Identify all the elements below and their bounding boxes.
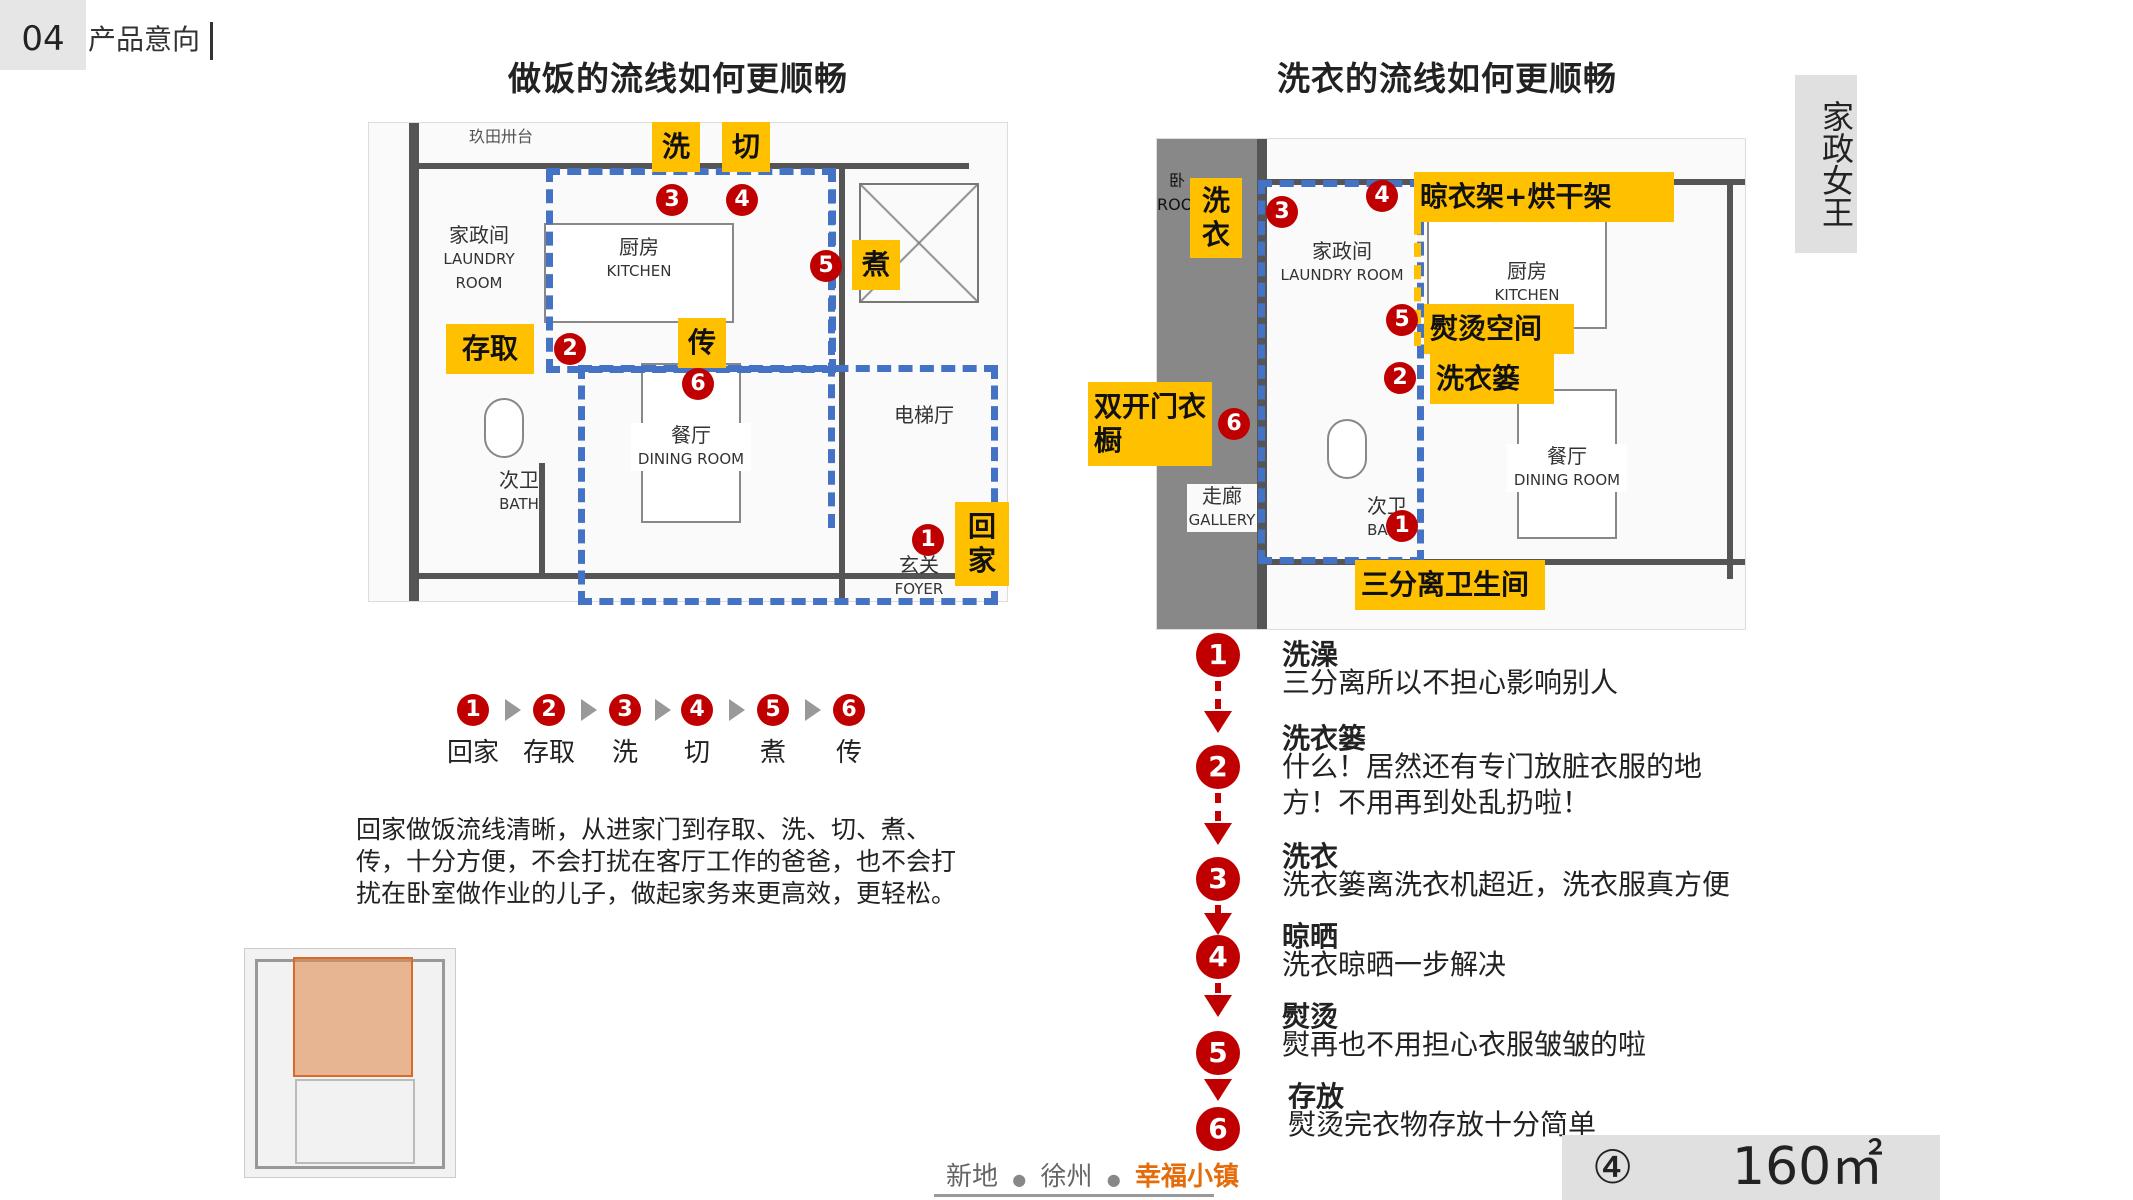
- step-title: 洗衣: [1282, 840, 1339, 873]
- flow-label: 存取: [522, 738, 575, 768]
- flow-num-6: 6: [833, 694, 865, 726]
- marker-3: 3: [656, 184, 688, 216]
- flow-num-4: 4: [681, 694, 713, 726]
- tag-home: 回家: [955, 502, 1009, 586]
- flow-label: 回家: [446, 738, 499, 768]
- cooking-flow-sequence: 1 2 3 4 5 6 回家 存取 洗 切 煮 传: [443, 694, 883, 784]
- step-title: 存放: [1288, 1080, 1345, 1113]
- laundry-marker-6: 6: [1218, 408, 1250, 440]
- elevator-hall-label: 电梯厅: [894, 403, 954, 427]
- step-number: 4: [1196, 935, 1240, 979]
- tag-store: 存取: [446, 324, 534, 374]
- section-title: 产品意向: [88, 23, 201, 56]
- page-number: 04: [0, 0, 86, 70]
- laundry-steps: 1 洗澡 三分离所以不担心影响别人 2 洗衣篓 什么！居然还有专门放脏衣服的地方…: [1196, 633, 1756, 1153]
- toilet: [484, 398, 524, 458]
- flow-label: 传: [835, 738, 862, 768]
- cooking-path-bottom: [578, 365, 998, 605]
- step-title: 晾晒: [1282, 920, 1339, 953]
- marker-2: 2: [554, 333, 586, 365]
- step-title: 熨烫: [1282, 1000, 1339, 1033]
- brand-name: 新地: [946, 1162, 999, 1192]
- laundry-marker-3: 3: [1266, 196, 1298, 228]
- tag-serve: 传: [678, 318, 726, 368]
- step-number: 5: [1196, 1031, 1240, 1075]
- left-title: 做饭的流线如何更顺畅: [508, 59, 848, 98]
- unit-area: 160㎡: [1732, 1137, 1884, 1197]
- step-description: 什么！居然还有专门放脏衣服的地方！不用再到处乱扔啦！: [1282, 750, 1703, 819]
- section-divider: [210, 22, 213, 60]
- flow-arrow: [729, 699, 745, 721]
- flow-label: 切: [683, 738, 710, 768]
- flow-label: 洗: [611, 738, 638, 768]
- brand-project: 幸福小镇: [1135, 1162, 1240, 1192]
- unit-info: ④ 160㎡: [1562, 1135, 1940, 1200]
- flow-label: 煮: [759, 738, 786, 768]
- laundry-path: [1258, 180, 1424, 564]
- flow-num-3: 3: [609, 694, 641, 726]
- right-title: 洗衣的流线如何更顺畅: [1277, 59, 1617, 98]
- step-title: 洗衣篓: [1282, 722, 1367, 755]
- tag-wash: 洗: [652, 122, 700, 172]
- marker-4: 4: [726, 184, 758, 216]
- cooking-description: 回家做饭流线清晰，从进家门到存取、洗、切、煮、传，十分方便，不会打扰在客厅工作的…: [356, 815, 957, 908]
- flow-num-1: 1: [457, 694, 489, 726]
- key-plan-thumbnail: [244, 948, 456, 1178]
- side-label: 家政女王: [1795, 75, 1857, 253]
- tag-cut: 切: [722, 122, 770, 172]
- flow-num-5: 5: [757, 694, 789, 726]
- laundry-marker-1: 1: [1386, 510, 1418, 542]
- tag-laundry-basket: 洗衣篓: [1430, 354, 1554, 404]
- footer-brand: 新地 ● 徐州 ● 幸福小镇: [946, 1162, 1240, 1192]
- tag-cook: 煮: [852, 240, 900, 290]
- step-description: 熨烫完衣物存放十分简单: [1288, 1108, 1597, 1141]
- tag-ironing-space: 熨烫空间: [1424, 304, 1574, 354]
- laundry-path-highlight: [1414, 176, 1421, 346]
- flow-arrow: [805, 699, 821, 721]
- top-room-label: 玖田卅台: [469, 127, 534, 146]
- footer-underline: [934, 1194, 1214, 1197]
- tag-wash-laundry: 洗衣: [1190, 178, 1242, 258]
- step-description: 洗衣晾晒一步解决: [1282, 948, 1507, 981]
- tag-drying-rack: 晾衣架+烘干架: [1414, 172, 1674, 222]
- step-number: 1: [1196, 633, 1240, 677]
- flow-arrow: [581, 699, 597, 721]
- step-description: 洗衣篓离洗衣机超近，洗衣服真方便: [1282, 868, 1731, 901]
- step-description: 三分离所以不担心影响别人: [1282, 666, 1619, 699]
- flow-num-2: 2: [533, 694, 565, 726]
- tag-wardrobe: 双开门衣橱: [1088, 382, 1212, 466]
- step-number: 3: [1196, 857, 1240, 901]
- toilet: [1327, 419, 1367, 479]
- marker-5: 5: [810, 250, 842, 282]
- marker-6: 6: [682, 368, 714, 400]
- laundry-marker-2: 2: [1384, 362, 1416, 394]
- laundry-marker-5: 5: [1386, 304, 1418, 336]
- flow-arrow: [655, 699, 671, 721]
- step-number: 2: [1196, 745, 1240, 789]
- kitchen-counter: [544, 223, 734, 323]
- step-description: 熨再也不用担心衣服皱皱的啦: [1282, 1028, 1647, 1061]
- unit-index: ④: [1592, 1140, 1634, 1194]
- highlight-area: [293, 957, 413, 1077]
- marker-1: 1: [912, 524, 944, 556]
- brand-city: 徐州: [1040, 1162, 1093, 1192]
- cooking-path-right: [828, 168, 835, 528]
- step-number: 6: [1196, 1107, 1240, 1151]
- flow-arrow: [505, 699, 521, 721]
- step-title: 洗澡: [1282, 638, 1339, 671]
- laundry-marker-4: 4: [1366, 180, 1398, 212]
- tag-bathroom: 三分离卫生间: [1355, 560, 1545, 610]
